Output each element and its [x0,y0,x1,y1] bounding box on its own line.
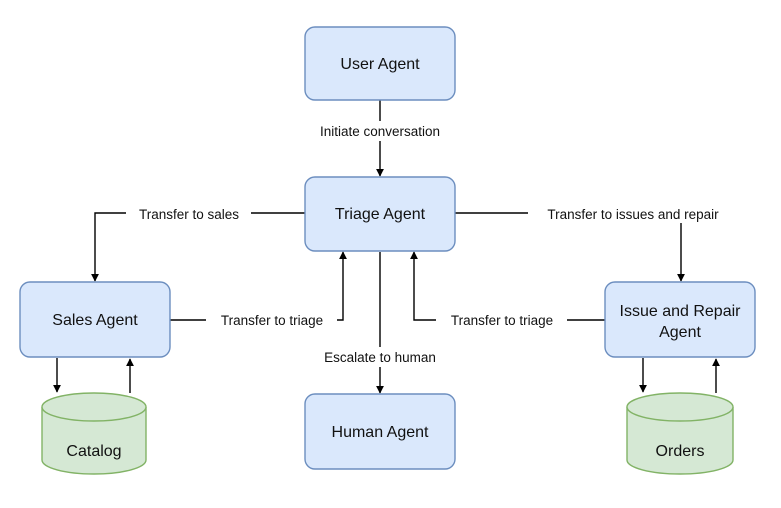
edge-issue-to-triage [410,251,605,321]
label-transfer-to-sales: Transfer to sales [139,207,239,222]
db-catalog: Catalog [41,392,147,475]
label-transfer-to-issues: Transfer to issues and repair [547,207,719,222]
db-orders: Orders [626,392,734,475]
edge-transfer-to-issues [455,212,685,282]
label-escalate-to-human: Escalate to human [324,350,436,365]
node-sales-agent-label: Sales Agent [52,312,138,329]
node-user-agent: User Agent [304,26,456,101]
node-triage-agent: Triage Agent [304,176,456,252]
node-triage-agent-label: Triage Agent [335,206,426,223]
label-sales-to-triage: Transfer to triage [221,313,323,328]
node-human-agent-label: Human Agent [332,424,430,441]
node-human-agent: Human Agent [304,393,456,470]
node-user-agent-label: User Agent [340,56,420,73]
label-initiate-conversation: Initiate conversation [320,124,440,139]
edge-transfer-to-sales [91,212,305,282]
node-issue-repair-agent-label-line1: Issue and Repair [620,303,742,320]
node-issue-repair-agent: Issue and Repair Agent [604,281,756,358]
db-orders-label: Orders [656,443,705,460]
label-issue-to-triage: Transfer to triage [451,313,553,328]
node-sales-agent: Sales Agent [19,281,171,358]
db-catalog-label: Catalog [66,443,121,460]
node-issue-repair-agent-label-line2: Agent [659,324,701,341]
edge-sales-to-triage [170,251,347,321]
